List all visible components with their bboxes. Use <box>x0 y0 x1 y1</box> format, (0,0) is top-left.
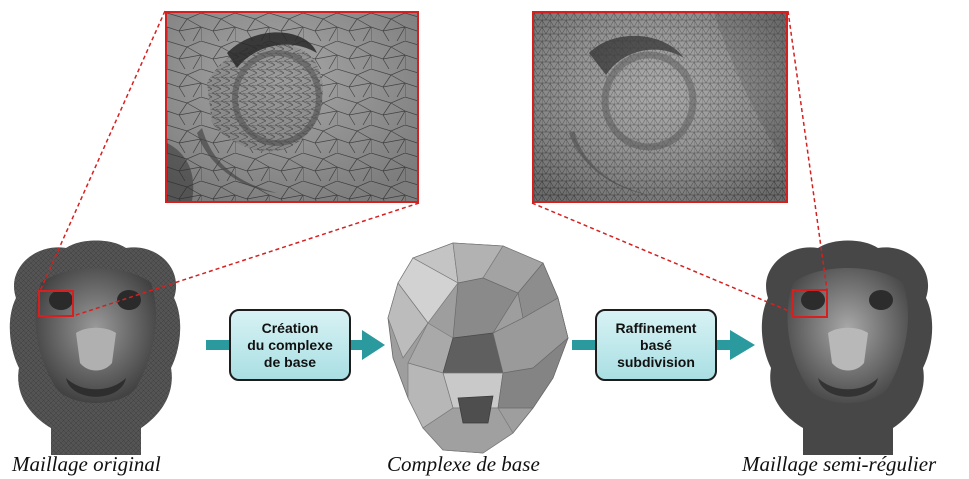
arrow-box1-to-base <box>351 330 385 360</box>
dashed-line-semi-bottom <box>531 202 797 315</box>
arrow-original-to-box1 <box>206 340 230 350</box>
zoom-region-semi-regular <box>792 289 828 318</box>
caption-original-mesh: Maillage original <box>12 452 161 476</box>
dashed-line-original-top <box>39 10 166 292</box>
zoom-region-original <box>38 290 74 317</box>
process-box-subdivision-refinement: Raffinement basé subdivision <box>595 309 717 381</box>
box1-line1: Création <box>261 319 319 336</box>
dashed-line-original-bottom <box>72 202 420 317</box>
semi-regular-mesh-lion-image <box>761 240 933 455</box>
arrow-box2-to-semi <box>717 330 755 360</box>
process-box-base-complex-creation: Création du complexe de base <box>229 309 351 381</box>
arrow-base-to-box2 <box>572 340 596 350</box>
semi-regular-mesh-image <box>534 13 786 201</box>
caption-semi-regular-mesh: Maillage semi-régulier <box>742 452 937 476</box>
box2-line1: Raffinement <box>615 319 697 336</box>
base-complex-image <box>387 242 569 454</box>
caption-base-complex: Complexe de base <box>387 452 540 476</box>
zoom-semi-regular-mesh <box>532 11 788 203</box>
box1-line2: du complexe <box>247 336 333 353</box>
irregular-mesh-image <box>167 13 417 201</box>
zoom-original-mesh <box>165 11 419 203</box>
dashed-line-semi-top <box>787 10 828 291</box>
box1-line3: de base <box>263 353 317 370</box>
box2-line2: basé <box>640 336 672 353</box>
box2-line3: subdivision <box>617 353 695 370</box>
